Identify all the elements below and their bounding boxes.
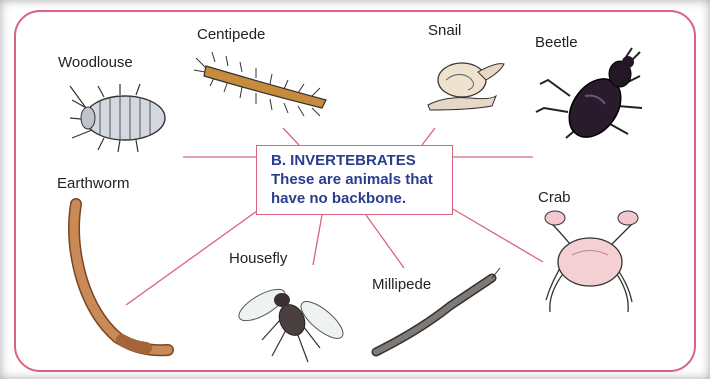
connector-centipede xyxy=(283,128,299,145)
crab-label: Crab xyxy=(538,189,571,206)
earthworm-label: Earthworm xyxy=(57,175,130,192)
connector-snail xyxy=(422,128,435,145)
definition-line-1: These are animals that xyxy=(271,170,452,189)
connector-housefly xyxy=(313,215,322,265)
millipede-label: Millipede xyxy=(372,276,431,293)
housefly-label: Housefly xyxy=(229,250,287,267)
connector-crab xyxy=(453,209,543,262)
woodlouse-illustration xyxy=(70,84,165,152)
definition-title: B. INVERTEBRATES xyxy=(271,151,452,170)
connector-millipede xyxy=(366,215,404,268)
snail-illustration xyxy=(428,63,504,110)
centipede-label: Centipede xyxy=(197,26,265,43)
beetle-illustration xyxy=(536,48,642,147)
invertebrates-definition-box: B. INVERTEBRATES These are animals that … xyxy=(256,145,453,215)
earthworm-illustration xyxy=(74,204,168,350)
beetle-label: Beetle xyxy=(535,34,578,51)
snail-label: Snail xyxy=(428,22,461,39)
crab-illustration xyxy=(545,211,638,312)
housefly-illustration xyxy=(234,283,348,362)
definition-line-2: have no backbone. xyxy=(271,189,452,208)
centipede-illustration xyxy=(194,52,326,116)
woodlouse-label: Woodlouse xyxy=(58,54,133,71)
